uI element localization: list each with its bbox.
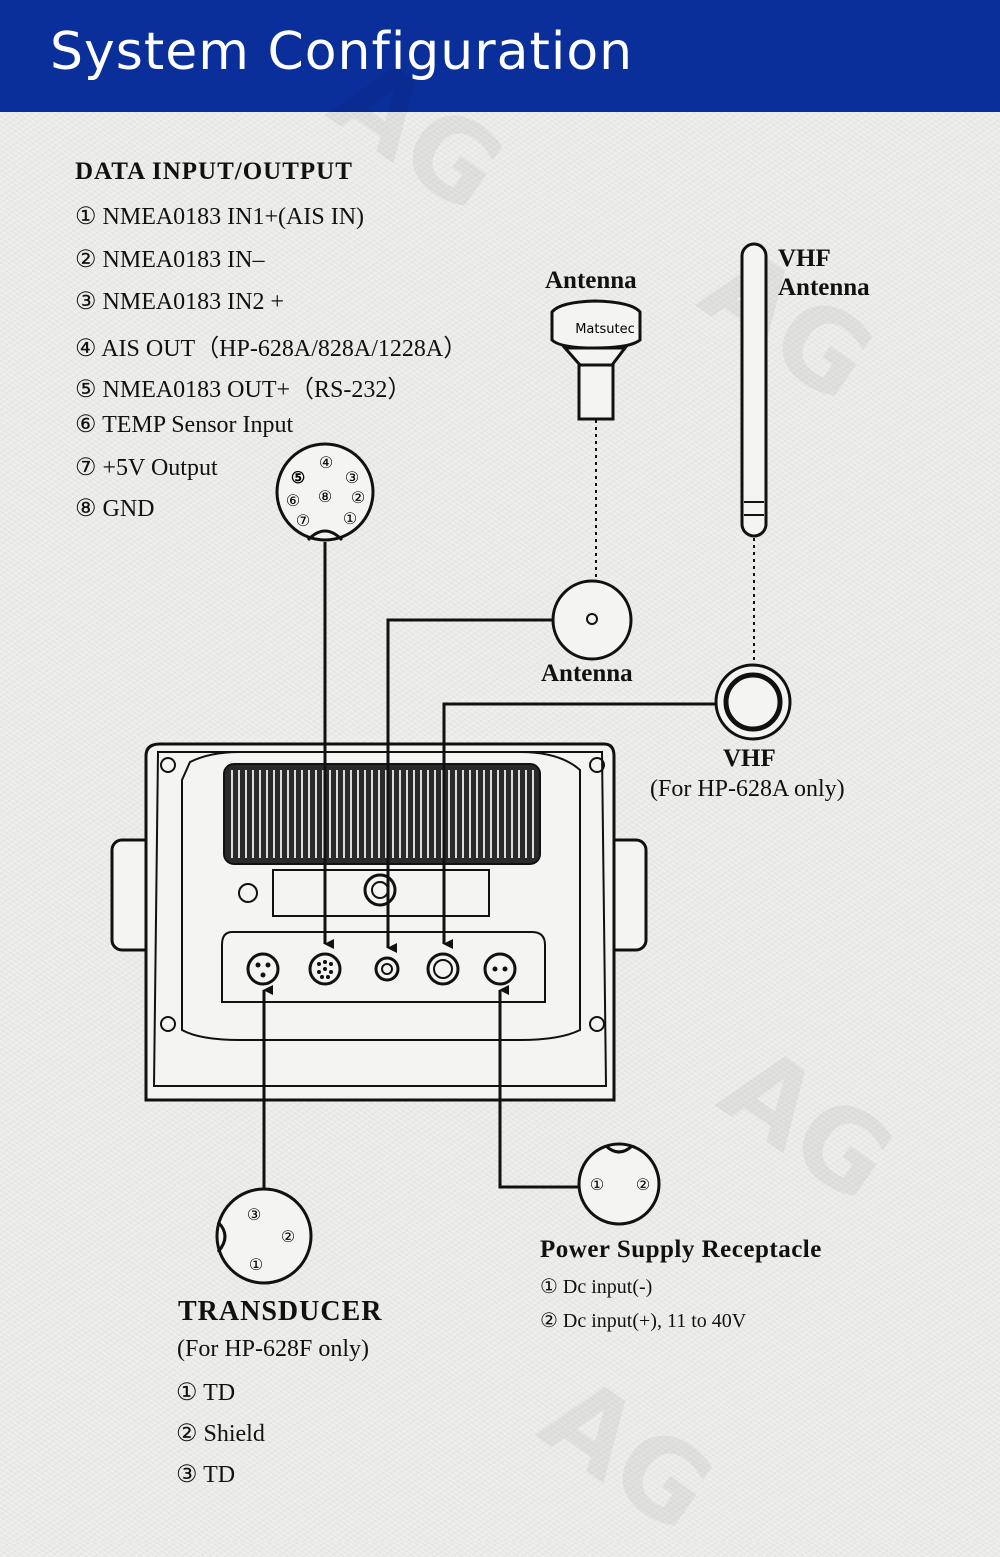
transducer-item: ① TD [176,1380,236,1406]
pin-label: ⑥ [286,491,300,510]
data-io-item: ⑥ TEMP Sensor Input [75,412,294,438]
vhf-connector [714,663,792,741]
pin-label: ③ [345,468,359,487]
data-io-item: ① NMEA0183 IN1+(AIS IN) [75,204,365,230]
power-item: ① Dc input(-) [540,1276,653,1298]
data-io-item: ④ AIS OUT（HP-628A/828A/1228A） [75,336,468,362]
power-title: Power Supply Receptacle [540,1236,822,1263]
transducer-note: (For HP-628F only) [177,1336,370,1362]
pin-label: ⑤ [291,468,305,487]
connection-lines [262,542,716,1189]
gps-connector-label: Antenna [541,660,633,687]
pin-label: ① [590,1175,604,1194]
transducer-item: ② Shield [176,1421,265,1447]
data-io-item: ③ NMEA0183 IN2 + [75,289,285,315]
header-bar: System Configuration [0,0,1000,112]
pin-label: ② [281,1227,295,1246]
data-io-item: ⑧ GND [75,496,155,522]
vhf-antenna-label: Antenna [778,274,870,301]
device-rear-panel [110,742,648,1102]
vhf-antenna-label: VHF [778,245,831,272]
gps-antenna-label: Antenna [545,267,637,294]
vhf-antenna [740,242,768,664]
pin-label: ⑦ [296,511,310,530]
data-io-item: ⑦ +5V Output [75,455,218,481]
gps-antenna: Matsutec [550,299,642,582]
pin-label: ④ [319,453,333,472]
data-io-item: ② NMEA0183 IN– [75,247,265,273]
data-io-item: ⑤ NMEA0183 OUT+（RS-232） [75,377,412,403]
antenna-brand: Matsutec [575,322,635,337]
power-item: ② Dc input(+), 11 to 40V [540,1310,747,1332]
page-title: System Configuration [50,22,634,82]
pin-label: ③ [247,1205,261,1224]
transducer-connector: ③ ② ① [215,1187,313,1285]
transducer-item: ③ TD [176,1462,236,1488]
data-io-connector: ④ ⑤ ③ ⑥ ⑧ ② ⑦ ① [275,442,375,542]
data-io-heading: DATA INPUT/OUTPUT [75,158,353,185]
pin-label: ② [351,488,365,507]
vhf-connector-label: VHF [723,745,776,772]
pin-label: ② [636,1175,650,1194]
pin-label: ① [343,509,357,528]
pin-label: ⑧ [318,487,332,506]
vhf-connector-note: (For HP-628A only) [650,776,845,802]
pin-label: ① [249,1255,263,1274]
transducer-title: TRANSDUCER [178,1296,383,1327]
power-connector: ① ② [577,1142,661,1226]
gps-antenna-connector [551,579,633,661]
